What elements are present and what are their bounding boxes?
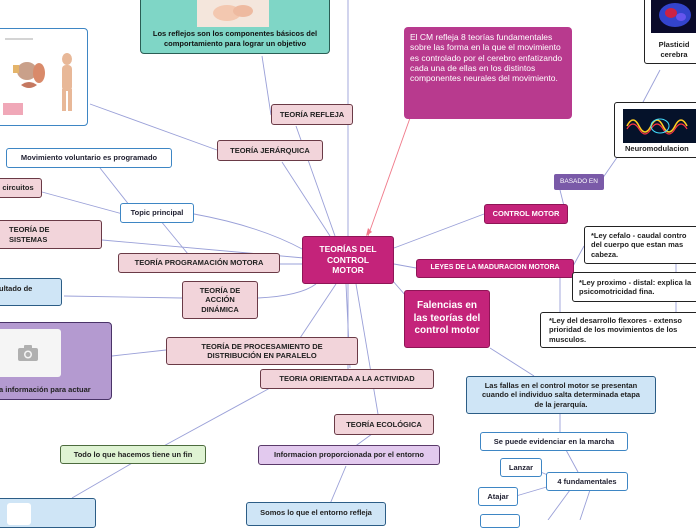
anatomy-illustration-icon (0, 31, 85, 123)
digestive-system-image (0, 28, 88, 126)
somos-entorno-node[interactable]: Somos lo que el entorno refleja (246, 502, 386, 526)
leyes-maduracion-node[interactable]: LEYES DE LA MADURACION MOTORA (416, 259, 574, 278)
neuro-image (623, 109, 696, 143)
neuromodulacion-node[interactable]: Neuromodulacion (614, 102, 696, 158)
center-topic-node[interactable]: TEORÍAS DEL CONTROL MOTOR (302, 236, 394, 284)
ley-cefalo-caudal-node[interactable]: *Ley cefalo - caudal contro del cuerpo q… (584, 226, 696, 264)
control-motor-node[interactable]: CONTROL MOTOR (484, 204, 568, 224)
basado-en-label[interactable]: BASADO EN (554, 174, 604, 190)
teoria-jerarquica-node[interactable]: TEORÍA JERÁRQUICA (217, 140, 323, 161)
reflejos-basicos-node[interactable]: Los reflejos son los componentes básicos… (140, 0, 330, 54)
neuron-waves-icon (623, 109, 696, 143)
teoria-refleja-node[interactable]: TEORÍA REFLEJA (271, 104, 353, 125)
todo-lo-que-hacemos-node[interactable]: Todo lo que hacemos tiene un fin (60, 445, 206, 464)
teoria-procesamiento-node[interactable]: TEORÍA DE PROCESAMIENTO DE DISTRIBUCIÓN … (166, 337, 358, 365)
plasticidad-cerebral-node[interactable]: Plasticid cerebra (644, 0, 696, 64)
cm-description-note[interactable]: El CM refleja 8 teorías fundamentales so… (404, 27, 572, 119)
movimiento-voluntario-node[interactable]: Movimiento voluntario es programado (6, 148, 172, 168)
circuitos-node[interactable]: circuitos (0, 178, 42, 198)
ley-proximo-distal-node[interactable]: *Ley proximo - distal: explica la psicom… (572, 272, 696, 302)
falencias-node[interactable]: Falencias en las teorías del control mot… (404, 290, 490, 348)
brain-icon (659, 3, 691, 27)
ley-desarrollo-node[interactable]: *Ley del desarrollo flexores - extenso p… (540, 312, 696, 348)
hands-image-icon (197, 0, 269, 27)
informacion-actuar-node[interactable]: a información para actuar (0, 322, 112, 400)
bottom-partial-node[interactable] (480, 514, 520, 528)
teoria-programacion-node[interactable]: TEORÍA PROGRAMACIÓN MOTORA (118, 253, 280, 273)
image-thumb (7, 503, 31, 525)
teoria-orientada-node[interactable]: TEORIA ORIENTADA A LA ACTIVIDAD (260, 369, 434, 389)
teoria-accion-dinamica-node[interactable]: TEORÍA DE ACCIÓN DINÁMICA (182, 281, 258, 319)
atajar-node[interactable]: Atajar (478, 487, 518, 506)
topic-principal-node[interactable]: Topic principal (120, 203, 194, 223)
resultado-node[interactable]: ultado de (0, 278, 62, 306)
brain-image (651, 0, 696, 33)
camera-icon (18, 345, 38, 361)
informacion-entorno-node[interactable]: Informacion proporcionada por el entorno (258, 445, 440, 465)
lanzar-node[interactable]: Lanzar (500, 458, 542, 477)
fallas-control-motor-node[interactable]: Las fallas en el control motor se presen… (466, 376, 656, 414)
evidenciar-marcha-node[interactable]: Se puede evidenciar en la marcha (480, 432, 628, 451)
teoria-sistemas-node[interactable]: TEORÍA DE SISTEMAS (0, 220, 102, 249)
bottom-left-image-node[interactable] (0, 498, 96, 528)
cuatro-fundamentales-node[interactable]: 4 fundamentales (546, 472, 628, 491)
teoria-ecologica-node[interactable]: TEORÍA ECOLÓGICA (334, 414, 434, 435)
image-placeholder (0, 329, 61, 377)
